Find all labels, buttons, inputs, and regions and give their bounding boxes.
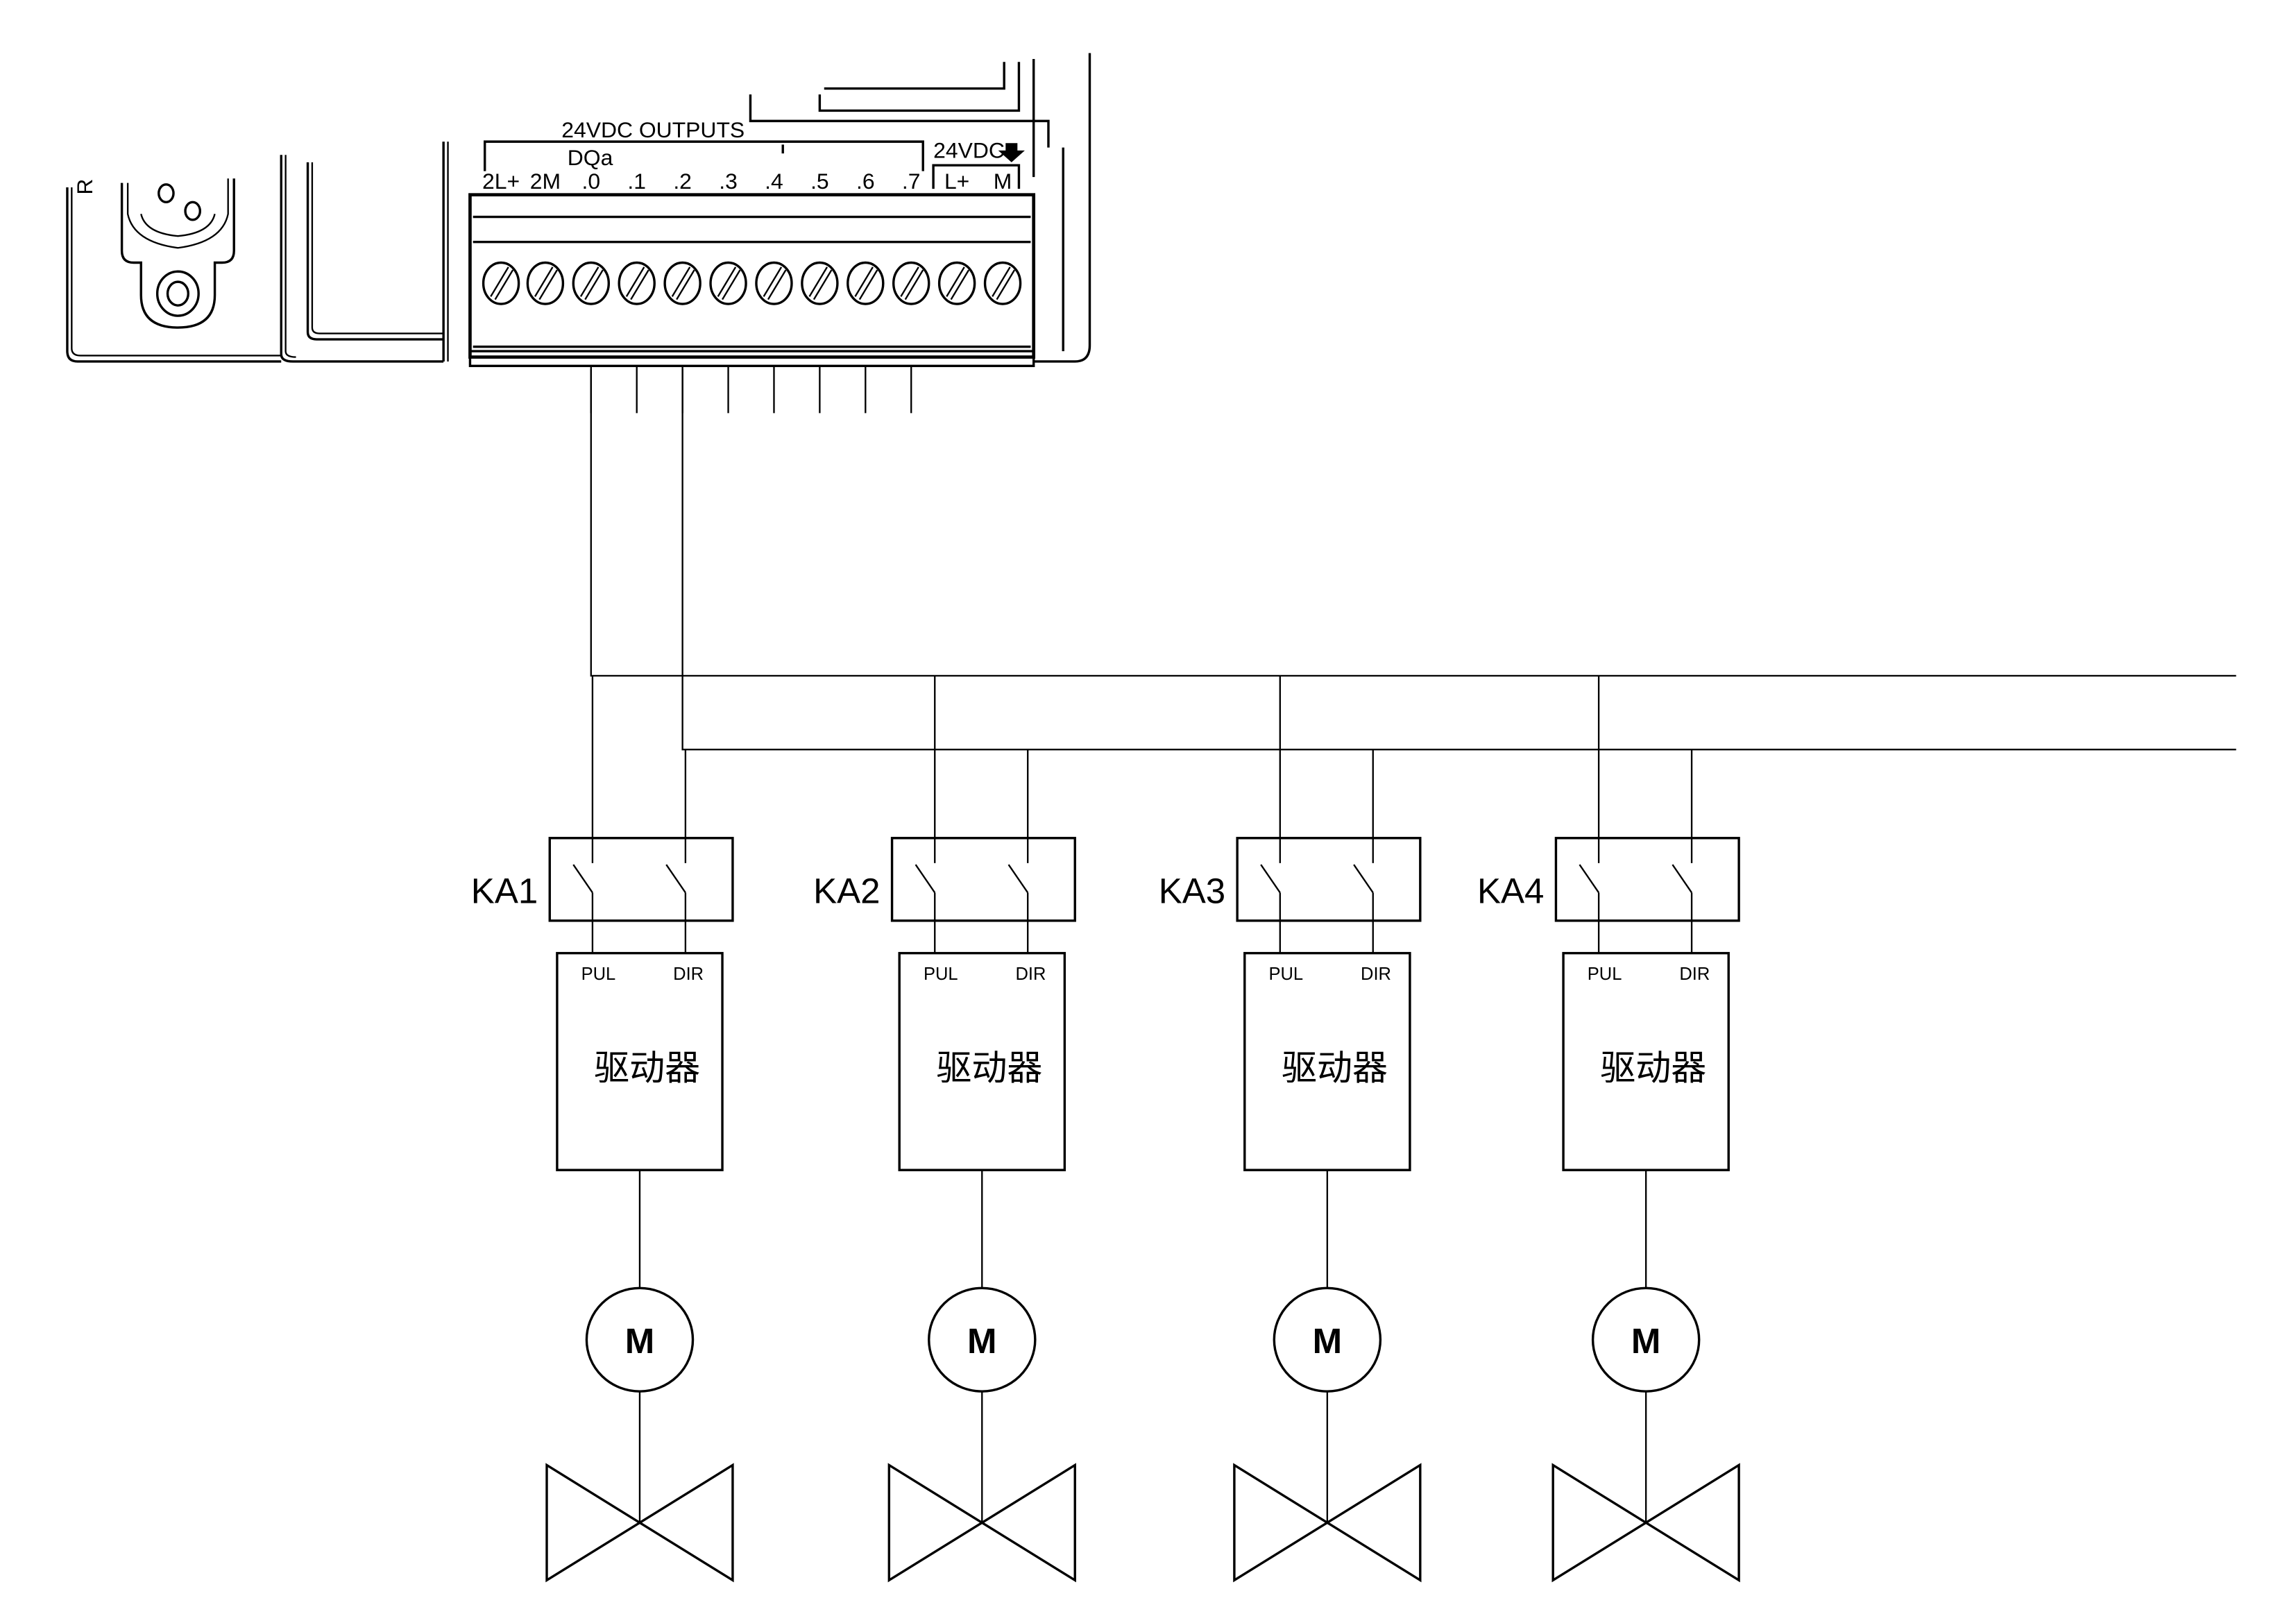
- terminal-label: .4: [765, 169, 783, 194]
- pin-pul-label: PUL: [924, 965, 958, 984]
- driver-label: 驱动器: [594, 1048, 700, 1089]
- terminal-label: L+: [944, 169, 969, 194]
- direction-bus-line: [681, 368, 2236, 751]
- driver-label: 驱动器: [936, 1048, 1042, 1089]
- terminal-label: 2M: [530, 169, 561, 194]
- motor-label: M: [1313, 1321, 1343, 1361]
- plc-left-housing: R: [66, 142, 449, 363]
- motor-label: M: [625, 1321, 655, 1361]
- relay-contact-icon: [1236, 837, 1422, 953]
- relay-label: KA4: [1477, 871, 1544, 910]
- terminal-screw-icon: [663, 261, 701, 305]
- relay-label: KA2: [813, 871, 880, 910]
- motor-icon: M: [1591, 1286, 1701, 1393]
- driver-box: PUL DIR 驱动器: [1562, 951, 1730, 1171]
- supply-label: 24VDC: [933, 138, 1005, 163]
- pin-pul-label: PUL: [581, 965, 616, 984]
- terminal-label: .1: [627, 169, 646, 194]
- pulse-bus-line: [590, 368, 2236, 677]
- output-terminal-block: 24VDC OUTPUTS DQa 24VDC 2L+ 2M .0 .1 .2 .3 .4.…: [468, 117, 1036, 414]
- valve-icon: [1233, 1463, 1422, 1583]
- pin-pul-label: PUL: [1269, 965, 1304, 984]
- side-marker-label: R: [72, 179, 97, 195]
- pin-dir-label: DIR: [1679, 965, 1710, 984]
- motor-icon: M: [1273, 1286, 1382, 1393]
- terminal-screw-icon: [892, 261, 930, 305]
- valve-icon: [887, 1463, 1076, 1583]
- terminal-screw-icon: [572, 261, 611, 305]
- relay-label: KA1: [471, 871, 538, 910]
- plc-top-housing: [749, 53, 1091, 363]
- driver-label: 驱动器: [1282, 1048, 1388, 1089]
- terminal-label: .5: [810, 169, 829, 194]
- connector-outline: [120, 178, 235, 329]
- terminal-label: .6: [856, 169, 875, 194]
- terminal-label: .3: [719, 169, 738, 194]
- terminal-screw-icon: [618, 261, 656, 305]
- driver-box: PUL DIR 驱动器: [1243, 951, 1411, 1171]
- motor-icon: M: [928, 1286, 1037, 1393]
- relay-contact-icon: [1554, 837, 1740, 953]
- pin-dir-label: DIR: [1361, 965, 1391, 984]
- driver-box: PUL DIR 驱动器: [556, 951, 724, 1171]
- terminal-label: .7: [902, 169, 921, 194]
- motor-label: M: [1631, 1321, 1661, 1361]
- terminal-label: .0: [582, 169, 601, 194]
- terminal-label: 2L+: [482, 169, 520, 194]
- relay-contact-icon: [890, 837, 1076, 953]
- valve-icon: [1551, 1463, 1740, 1583]
- terminal-screw-icon: [983, 261, 1022, 305]
- group-label: DQa: [568, 145, 613, 170]
- terminal-screw-icon: [709, 261, 747, 305]
- motor-icon: M: [585, 1286, 695, 1393]
- terminal-screw-icon: [482, 261, 520, 305]
- terminal-label: .2: [673, 169, 692, 194]
- valve-icon: [545, 1463, 734, 1583]
- signal-buses: [590, 368, 2236, 751]
- down-arrow-icon: [998, 143, 1025, 162]
- relay-contact-icon: [548, 837, 734, 953]
- terminal-screw-icon: [937, 261, 976, 305]
- terminal-screw-icon: [801, 261, 839, 305]
- pin-pul-label: PUL: [1588, 965, 1622, 984]
- terminal-screw-icon: [526, 261, 565, 305]
- driver-label: 驱动器: [1600, 1048, 1706, 1089]
- driver-box: PUL DIR 驱动器: [898, 951, 1066, 1171]
- terminal-label: M: [994, 169, 1012, 194]
- terminal-screw-icon: [847, 261, 885, 305]
- motor-label: M: [967, 1321, 997, 1361]
- module-title: 24VDC OUTPUTS: [561, 117, 745, 142]
- pin-dir-label: DIR: [673, 965, 704, 984]
- terminal-screw-icon: [755, 261, 793, 305]
- relay-label: KA3: [1159, 871, 1225, 910]
- pin-dir-label: DIR: [1015, 965, 1046, 984]
